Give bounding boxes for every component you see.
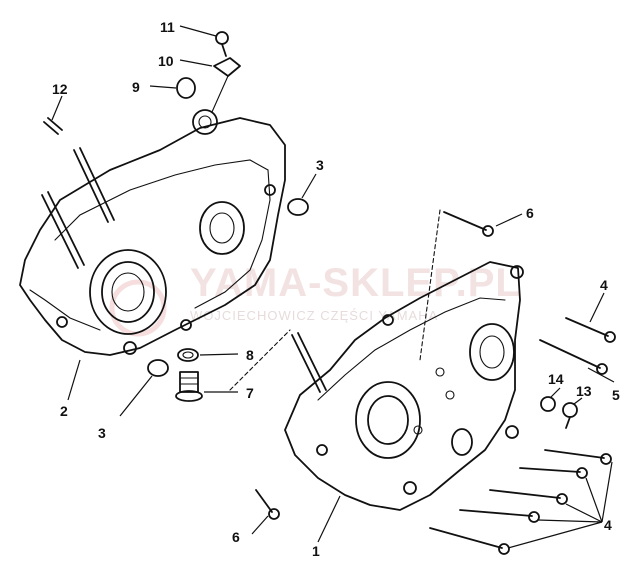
callout-4-lower: 4 bbox=[604, 517, 612, 533]
callout-10: 10 bbox=[158, 53, 174, 69]
callout-13: 13 bbox=[576, 383, 592, 399]
callout-1: 1 bbox=[312, 543, 320, 559]
callout-9: 9 bbox=[132, 79, 140, 95]
callout-11: 11 bbox=[160, 19, 175, 35]
callout-3-upper: 3 bbox=[316, 157, 324, 173]
callout-2: 2 bbox=[60, 403, 68, 419]
callout-14: 14 bbox=[548, 371, 564, 387]
callout-6-upper: 6 bbox=[526, 205, 534, 221]
watermark-tagline: WOJCIECHOWICZ CZĘŚCI YAMAHA bbox=[190, 308, 438, 323]
callout-labels: 11 10 9 12 3 2 3 8 7 6 6 4 5 14 13 1 4 bbox=[52, 19, 620, 559]
right-crankcase-half bbox=[284, 261, 524, 511]
watermark: YAMA-SKLEP.PL WOJCIECHOWICZ CZĘŚCI YAMAH… bbox=[109, 261, 521, 337]
callout-12: 12 bbox=[52, 81, 68, 97]
small-parts bbox=[43, 31, 616, 555]
callout-3-lower: 3 bbox=[98, 425, 106, 441]
callout-7: 7 bbox=[246, 385, 254, 401]
callout-5: 5 bbox=[612, 387, 620, 403]
callout-8: 8 bbox=[246, 347, 254, 363]
callout-4-upper: 4 bbox=[600, 277, 608, 293]
watermark-brand: YAMA-SKLEP.PL bbox=[190, 261, 521, 305]
leader-lines bbox=[51, 25, 615, 549]
callout-6-lower: 6 bbox=[232, 529, 240, 545]
left-crankcase-half bbox=[19, 109, 286, 356]
